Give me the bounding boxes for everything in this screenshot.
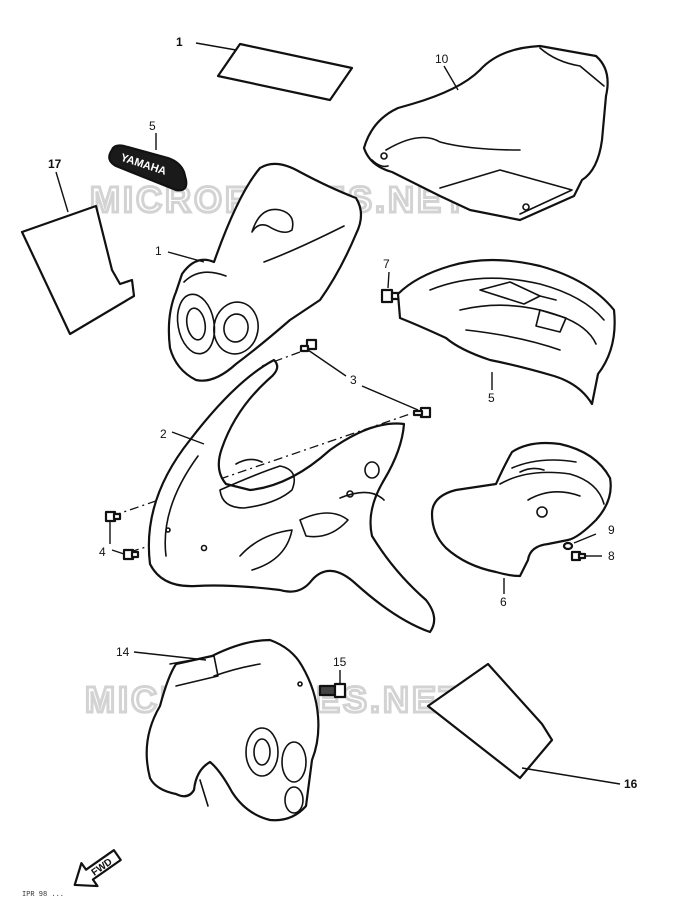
leader-15 bbox=[195, 42, 237, 51]
leader-16 bbox=[521, 767, 621, 785]
callout-2: 2 bbox=[160, 427, 167, 441]
part-3-screw-lower bbox=[412, 406, 432, 419]
leader-10 bbox=[443, 65, 459, 91]
part-9-washer bbox=[562, 541, 574, 551]
callout-1: 1 bbox=[155, 244, 162, 258]
leader-7 bbox=[387, 271, 390, 289]
leader-3a bbox=[307, 349, 347, 377]
footer-code: IPR 98 ... bbox=[22, 891, 64, 899]
callout-15: 1 bbox=[176, 35, 183, 49]
part-4-screw-upper bbox=[104, 510, 122, 523]
part-3-screw-upper bbox=[299, 338, 318, 353]
callout-8: 8 bbox=[608, 549, 615, 563]
leader-3b bbox=[361, 385, 419, 411]
callout-7: 7 bbox=[383, 257, 390, 271]
leader-17 bbox=[55, 171, 69, 213]
part-15-label-sheet bbox=[216, 42, 354, 102]
leader-1 bbox=[167, 251, 205, 263]
part-10-upper-cover bbox=[362, 44, 609, 222]
callout-14: 15 bbox=[333, 655, 347, 669]
part-14-screw bbox=[318, 682, 347, 699]
part-1-front-cover bbox=[167, 162, 363, 382]
callout-3: 3 bbox=[350, 373, 357, 387]
leader-13 bbox=[133, 651, 207, 661]
callout-5: 5 bbox=[488, 391, 495, 405]
part-6-cover bbox=[430, 441, 612, 578]
part-5-headlight-body bbox=[396, 258, 616, 406]
callout-10: 10 bbox=[435, 52, 449, 66]
callout-13: 14 bbox=[116, 645, 130, 659]
part-2-front-panel bbox=[147, 358, 436, 634]
part-4-screw-lower bbox=[122, 548, 140, 561]
leader-4b bbox=[111, 549, 125, 555]
leader-2 bbox=[171, 431, 205, 445]
leader-9 bbox=[573, 533, 597, 544]
fwd-arrow: FWD bbox=[73, 849, 122, 888]
callout-4: 4 bbox=[99, 545, 106, 559]
part-8-screw bbox=[570, 550, 587, 562]
part-17-sheet bbox=[20, 204, 136, 336]
callout-9: 9 bbox=[608, 523, 615, 537]
callout-17: 17 bbox=[48, 157, 62, 171]
callout-6: 6 bbox=[500, 595, 507, 609]
callout-16: 16 bbox=[624, 777, 638, 791]
part-13-inner-cover bbox=[145, 638, 320, 822]
callout-12: 5 bbox=[149, 119, 156, 133]
part-16-sheet bbox=[426, 662, 554, 780]
